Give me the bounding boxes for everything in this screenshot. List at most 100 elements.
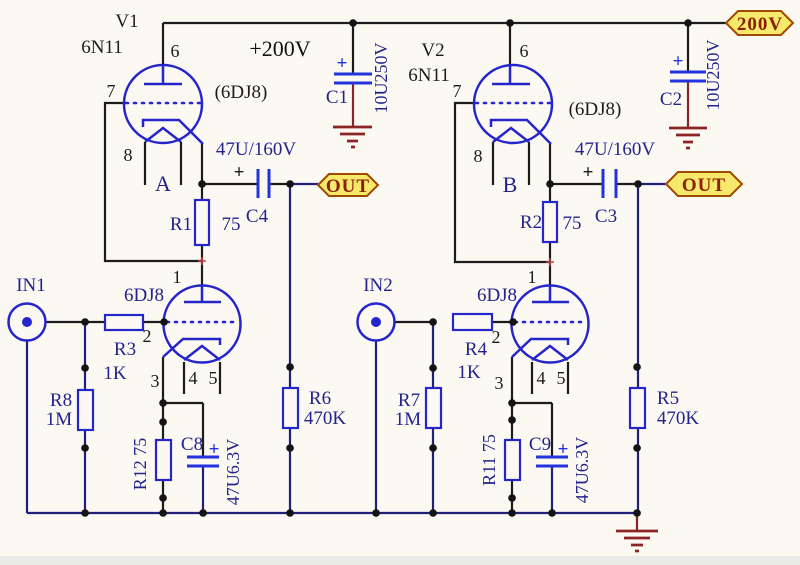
v1-section-label: A — [155, 171, 171, 196]
r8-name: R8 — [50, 390, 72, 411]
tr-pin-1: 1 — [528, 267, 537, 287]
resistor-r8-symbol — [76, 388, 95, 432]
badge-200v-label: 200V — [737, 14, 783, 35]
triode-lower-right-part: 6DJ8 — [477, 285, 517, 306]
ground-symbol-c1 — [333, 125, 372, 149]
v2-pin-8: 8 — [474, 146, 483, 166]
c8-value: 47U6.3V — [223, 439, 243, 506]
c1-value: 10U250V — [371, 43, 391, 114]
tl-pin-4: 4 — [189, 368, 198, 388]
in1-jack-pin — [22, 317, 32, 327]
r12-label: R12 75 — [130, 438, 150, 491]
tube-v2-envelope — [472, 63, 554, 145]
c1-name: C1 — [326, 87, 348, 108]
output-badge-left: OUT — [316, 173, 380, 197]
bottom-strip — [0, 556, 800, 565]
r7-name: R7 — [398, 390, 420, 411]
tr-pin-3: 3 — [495, 373, 504, 393]
capacitor-c4-symbol — [256, 169, 271, 198]
c4-value: 47U/160V — [216, 139, 297, 160]
input-left-columns — [25, 322, 87, 513]
ground-symbol-c2 — [669, 126, 707, 150]
capacitor-c1-symbol — [334, 72, 372, 85]
c3-value: 47U/160V — [575, 139, 656, 160]
output-badge-right: OUT — [664, 171, 744, 197]
triode-lower-right-electrodes — [511, 286, 570, 361]
c3-plus: + — [583, 162, 594, 183]
input-right-columns — [374, 322, 435, 513]
capacitor-c2-symbol — [670, 70, 706, 83]
out-right-wires — [636, 182, 666, 513]
r11-label: R11 75 — [479, 434, 499, 486]
tube-v2-electrodes — [489, 66, 552, 145]
v1-wires — [103, 101, 290, 286]
r5-name: R5 — [657, 388, 679, 409]
triode-lower-left — [162, 284, 242, 364]
resistor-r11-symbol — [503, 438, 522, 482]
in2-label: IN2 — [363, 275, 393, 296]
v2-wires — [453, 101, 638, 286]
r7-value: 1M — [395, 409, 422, 430]
in2-jack-icon — [356, 302, 396, 342]
r4-name: R4 — [465, 339, 488, 360]
v1-designator: V1 — [115, 11, 138, 32]
r3-name: R3 — [114, 339, 136, 360]
tr-pin-2: 2 — [492, 327, 501, 347]
in1-jack-icon — [7, 302, 47, 342]
c4-name: C4 — [246, 206, 269, 227]
badge-out-right-label: OUT — [682, 175, 726, 196]
supply-badge-200v: 200V — [724, 10, 795, 36]
tube-v1 — [122, 63, 204, 145]
in1-label: IN1 — [16, 275, 46, 296]
r1-name: R1 — [170, 214, 192, 235]
v2-section-label: B — [503, 172, 518, 197]
triode-lower-left-electrodes — [162, 286, 222, 361]
out-left-wires — [288, 182, 318, 513]
c2-plus: + — [673, 51, 684, 72]
tube-v1-electrodes — [141, 65, 204, 145]
tl-pin-5: 5 — [209, 368, 218, 388]
r8-value: 1M — [46, 409, 73, 430]
resistor-r12-symbol — [154, 438, 173, 482]
tl-pin-1: 1 — [173, 267, 182, 287]
r4-value: 1K — [457, 362, 481, 383]
v1-part: 6N11 — [81, 37, 123, 58]
resistor-r7-symbol — [424, 386, 443, 430]
tl-pin-2: 2 — [143, 326, 152, 346]
v2-pin-6: 6 — [520, 41, 529, 61]
ground-symbol-main — [616, 529, 658, 553]
c8-plus: + — [209, 439, 220, 460]
r3-value: 1K — [103, 363, 127, 384]
c9-plus: + — [558, 439, 569, 460]
resistor-r5-symbol — [628, 386, 647, 430]
r6-value: 470K — [304, 408, 347, 429]
c2-name: C2 — [660, 89, 682, 110]
v1-pin-7: 7 — [107, 81, 116, 101]
r6-name: R6 — [309, 388, 331, 409]
resistor-r4-symbol — [451, 312, 494, 332]
triode-lower-left-part: 6DJ8 — [124, 285, 164, 306]
v2-part: 6N11 — [408, 65, 450, 86]
r5-value: 470K — [657, 408, 700, 429]
v1-alt-part: (6DJ8) — [215, 82, 268, 103]
capacitor-c3-symbol — [601, 169, 618, 198]
v2-designator: V2 — [421, 40, 444, 61]
badge-out-left-shape — [316, 173, 380, 197]
triode-lower-right — [510, 284, 590, 364]
top-power-rail-wire — [161, 21, 727, 74]
r2-value: 75 — [563, 213, 582, 234]
r1-value: 75 — [222, 214, 241, 235]
c2-value: 10U250V — [703, 40, 723, 111]
c4-plus: + — [234, 162, 245, 183]
v2-pin-7: 7 — [453, 81, 462, 101]
c3-name: C3 — [595, 206, 617, 227]
resistor-r6-symbol — [281, 386, 300, 430]
input-jack-in1 — [7, 302, 47, 342]
v2-alt-part: (6DJ8) — [569, 99, 622, 120]
c9-value: 47U6.3V — [572, 437, 592, 504]
tr-pin-5: 5 — [557, 368, 566, 388]
tube-v2 — [472, 63, 554, 145]
badge-200v-shape — [724, 10, 795, 36]
